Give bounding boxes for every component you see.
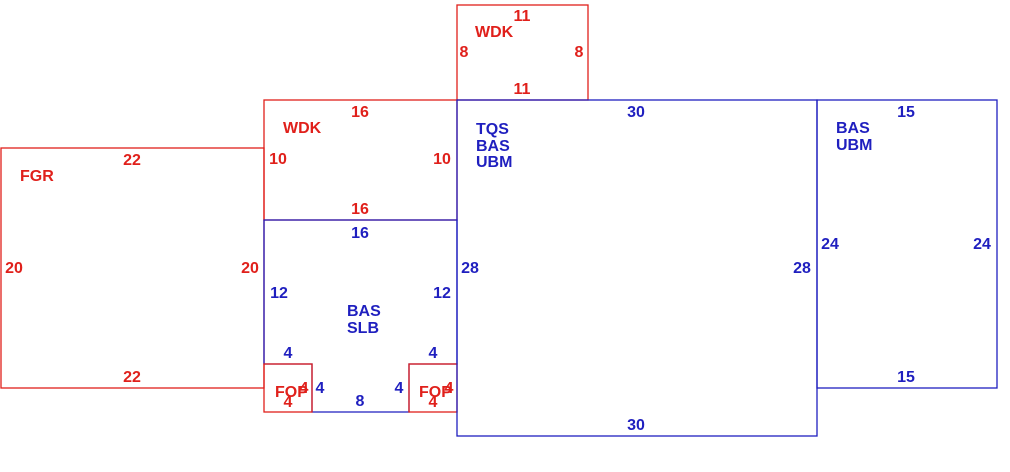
dimension-label: 4 xyxy=(395,380,404,397)
dimension-label: 4 xyxy=(300,380,309,397)
dimension-label: 12 xyxy=(433,285,451,302)
dimension-label: 30 xyxy=(627,417,645,434)
dimension-label: 8 xyxy=(460,44,469,61)
dimension-label: 15 xyxy=(897,369,915,386)
area-code: FGR xyxy=(20,168,54,185)
dimension-label: 8 xyxy=(356,393,365,410)
area-code: UBM xyxy=(476,154,512,171)
dimension-label: 28 xyxy=(461,260,479,277)
dimension-label: 16 xyxy=(351,201,369,218)
dimension-label: 8 xyxy=(575,44,584,61)
area-outline xyxy=(816,99,998,389)
dimension-label: 4 xyxy=(316,380,325,397)
area-wdk-mid: WDK 16 10 10 16 xyxy=(263,99,458,221)
dimension-label: 4 xyxy=(284,345,293,362)
dimension-label: 12 xyxy=(270,285,288,302)
dimension-label: 11 xyxy=(514,8,531,25)
area-main: TQS BAS UBM 30 28 28 30 xyxy=(456,99,818,437)
dimension-label: 20 xyxy=(241,260,259,277)
area-code: WDK xyxy=(475,24,514,41)
area-code: BAS xyxy=(347,303,381,320)
area-code: TQS xyxy=(476,121,509,138)
dimension-label: 10 xyxy=(433,151,451,168)
dimension-label: 28 xyxy=(793,260,811,277)
area-fgr: FGR 22 20 20 22 xyxy=(0,147,265,389)
area-wdk-top: WDK 11 8 8 11 xyxy=(456,4,589,101)
dimension-label: 22 xyxy=(123,369,141,386)
area-fop-right: FOP 4 4 xyxy=(408,363,458,413)
dimension-label: 16 xyxy=(351,225,369,242)
dimension-label: 15 xyxy=(897,104,915,121)
area-outline xyxy=(456,99,818,437)
dimension-label: 4 xyxy=(429,394,438,411)
dimension-label: 11 xyxy=(514,81,531,98)
dimension-label: 24 xyxy=(821,236,839,253)
dimension-label: 4 xyxy=(429,345,438,362)
dimension-label: 20 xyxy=(5,260,23,277)
dimension-label: 4 xyxy=(284,394,293,411)
dimension-label: 4 xyxy=(445,380,454,397)
dimension-label: 22 xyxy=(123,152,141,169)
area-code: FOP xyxy=(419,384,452,401)
area-outline xyxy=(263,363,313,413)
area-code: SLB xyxy=(347,320,379,337)
dimension-label: 30 xyxy=(627,104,645,121)
area-code: BAS xyxy=(476,138,510,155)
dimension-label: 24 xyxy=(973,236,991,253)
dimension-label: 10 xyxy=(269,151,287,168)
area-code: BAS xyxy=(836,120,870,137)
area-fop-left: FOP 4 4 xyxy=(263,363,313,413)
dimension-label: 16 xyxy=(351,104,369,121)
area-code: UBM xyxy=(836,137,872,154)
area-code: WDK xyxy=(283,120,322,137)
area-right: BAS UBM 15 24 24 15 xyxy=(816,99,998,389)
area-code: FOP xyxy=(275,384,308,401)
